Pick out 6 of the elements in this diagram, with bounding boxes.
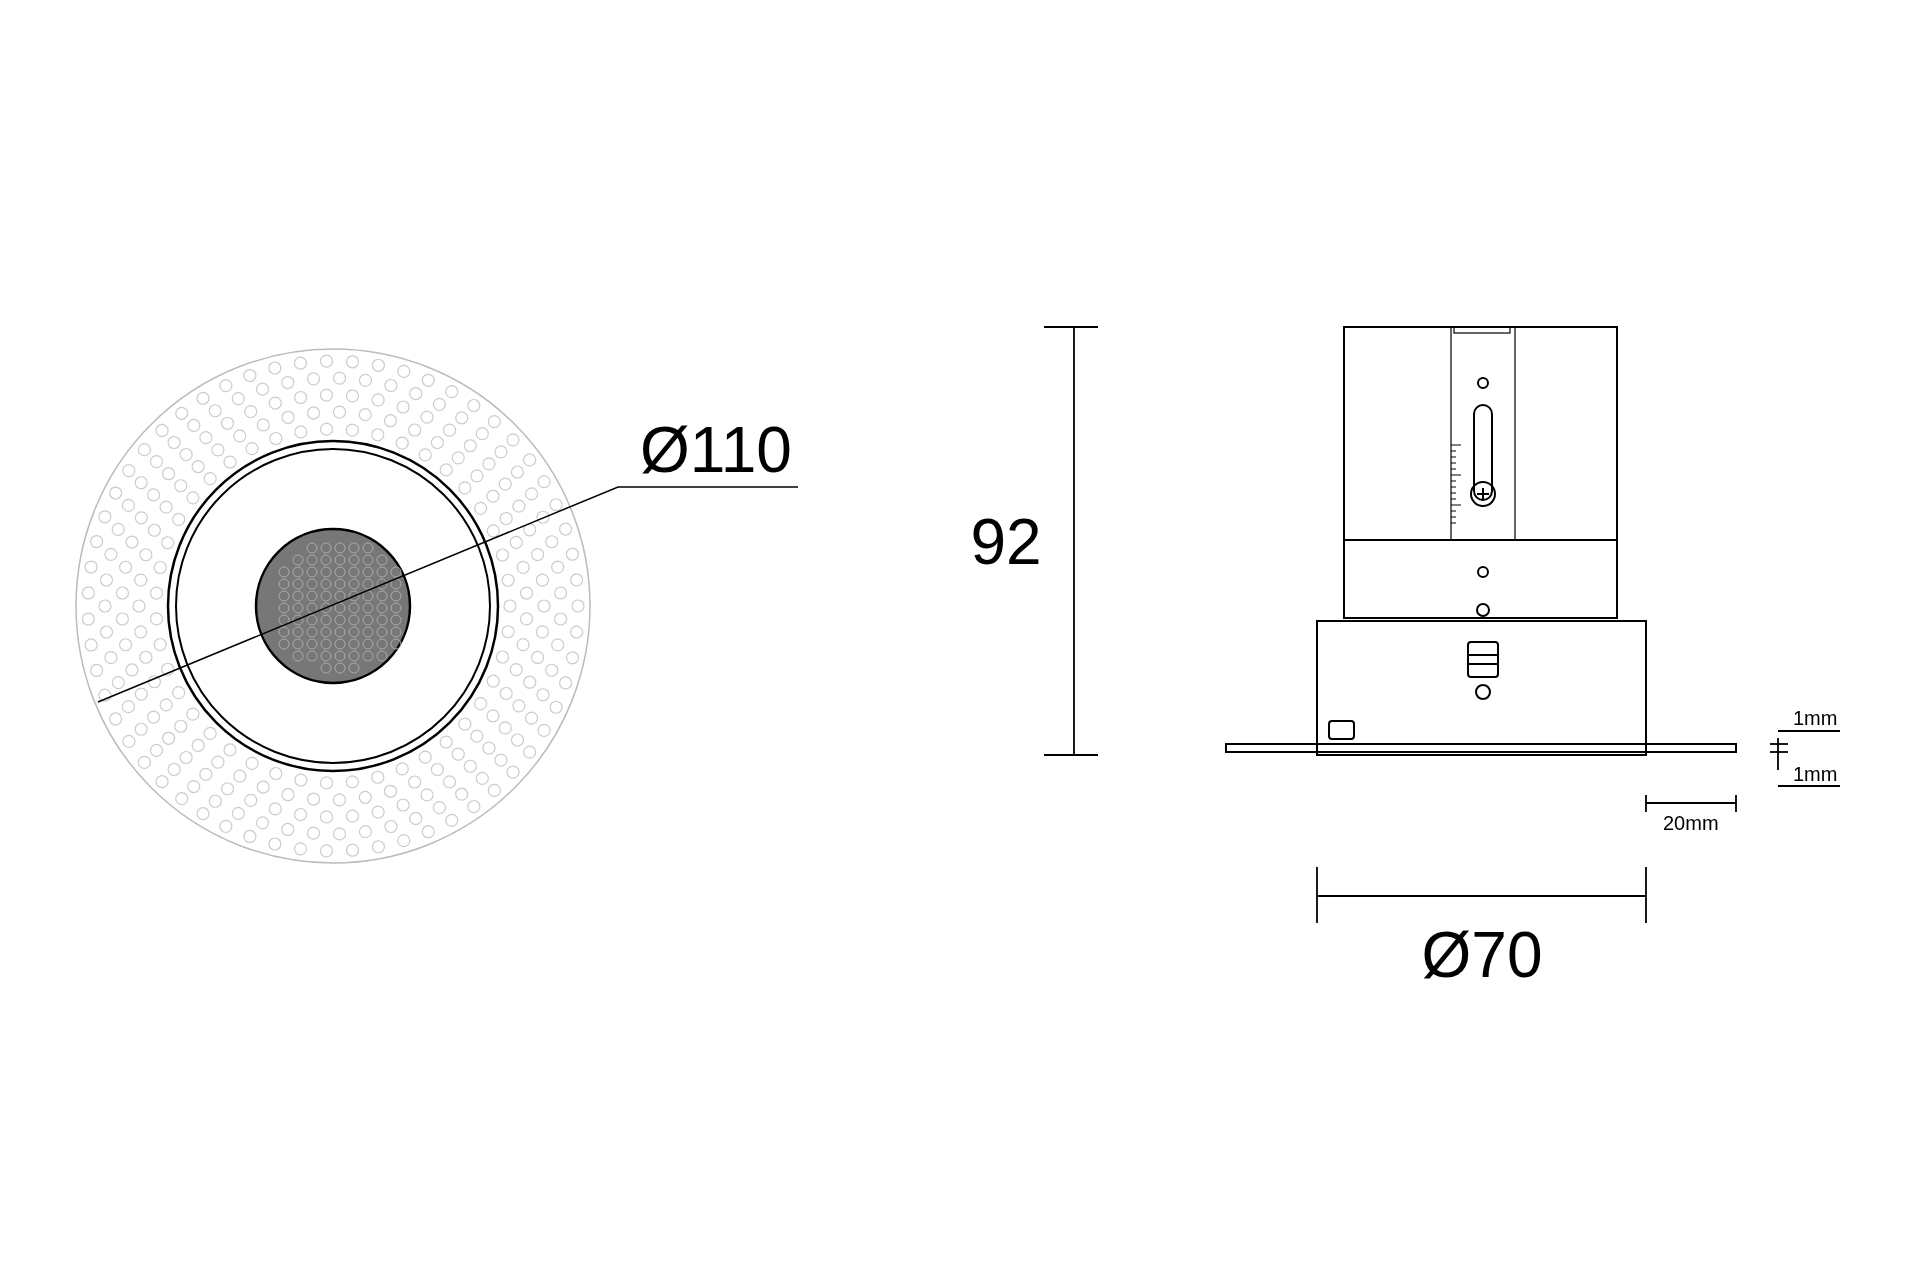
dimension-label: 20mm xyxy=(1663,813,1719,833)
dimension-label: 1mm xyxy=(1793,764,1838,784)
dimension-label: 92 xyxy=(970,510,1042,574)
dimension-label: 1mm xyxy=(1793,708,1838,728)
dimension-label: Ø110 xyxy=(640,418,792,482)
dimension-label: Ø70 xyxy=(1421,923,1543,987)
